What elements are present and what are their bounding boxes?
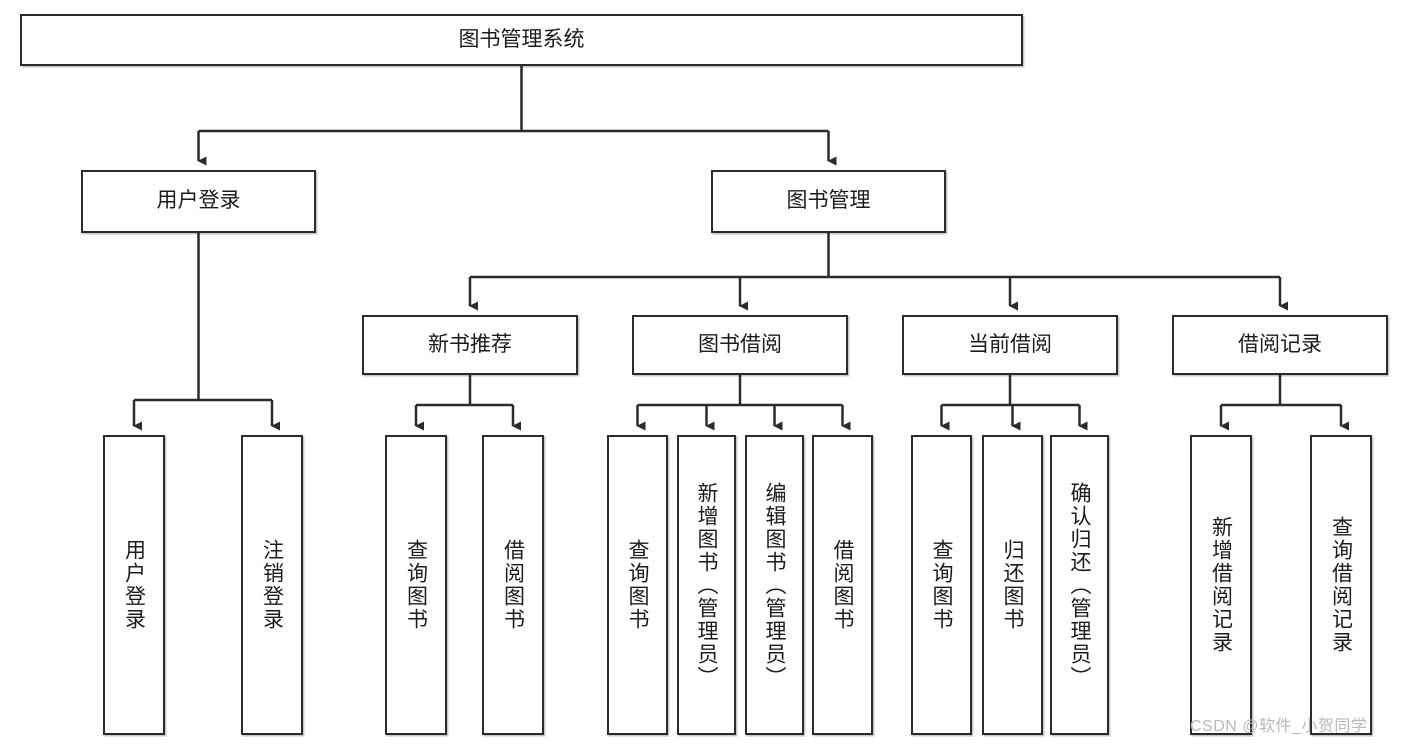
node-label: 查询图书: [930, 539, 953, 631]
node-label: 用户登录: [122, 539, 146, 631]
node-b1[interactable]: 借阅图书: [482, 435, 544, 735]
node-label: 当前借阅: [968, 332, 1052, 356]
node-borrow[interactable]: 图书借阅: [632, 315, 848, 375]
node-label: 图书借阅: [698, 332, 782, 356]
node-userlogin[interactable]: 用户登录: [103, 435, 165, 735]
node-login[interactable]: 用户登录: [81, 170, 316, 233]
node-label: 查询图书: [404, 539, 428, 631]
node-current[interactable]: 当前借阅: [902, 315, 1118, 375]
node-label: 新书推荐: [428, 332, 512, 356]
node-label: 查询借阅记录: [1329, 516, 1353, 654]
node-label: 借阅记录: [1238, 332, 1322, 356]
node-q3[interactable]: 查询图书: [911, 435, 972, 735]
node-q1[interactable]: 查询图书: [385, 435, 447, 735]
node-label: 借阅图书: [831, 539, 854, 631]
node-label: 借阅图书: [501, 539, 525, 631]
node-label: 新增图书（管理员）: [695, 481, 718, 689]
node-ret[interactable]: 归还图书: [982, 435, 1043, 735]
node-label: 图书管理系统: [458, 27, 585, 51]
node-records[interactable]: 借阅记录: [1172, 315, 1388, 375]
node-newbook[interactable]: 新书推荐: [362, 315, 578, 375]
node-label: 归还图书: [1001, 539, 1024, 631]
node-label: 注销登录: [260, 539, 284, 631]
node-b2[interactable]: 借阅图书: [812, 435, 873, 735]
node-edit[interactable]: 编辑图书（管理员）: [745, 435, 804, 735]
node-q2[interactable]: 查询图书: [607, 435, 668, 735]
node-label: 确认归还（管理员）: [1068, 481, 1091, 689]
node-add[interactable]: 新增图书（管理员）: [677, 435, 736, 735]
edge-group: [132, 66, 1349, 431]
node-label: 查询图书: [626, 539, 649, 631]
node-logout[interactable]: 注销登录: [241, 435, 303, 735]
node-label: 用户登录: [156, 189, 241, 213]
node-label: 编辑图书（管理员）: [763, 481, 786, 689]
node-root[interactable]: 图书管理系统: [20, 14, 1023, 66]
node-label: 图书管理: [786, 189, 871, 213]
node-confirm[interactable]: 确认归还（管理员）: [1050, 435, 1109, 735]
node-addrec[interactable]: 新增借阅记录: [1190, 435, 1252, 735]
node-label: 新增借阅记录: [1209, 516, 1233, 654]
node-bookmgmt[interactable]: 图书管理: [711, 170, 946, 233]
node-qrec[interactable]: 查询借阅记录: [1310, 435, 1372, 735]
